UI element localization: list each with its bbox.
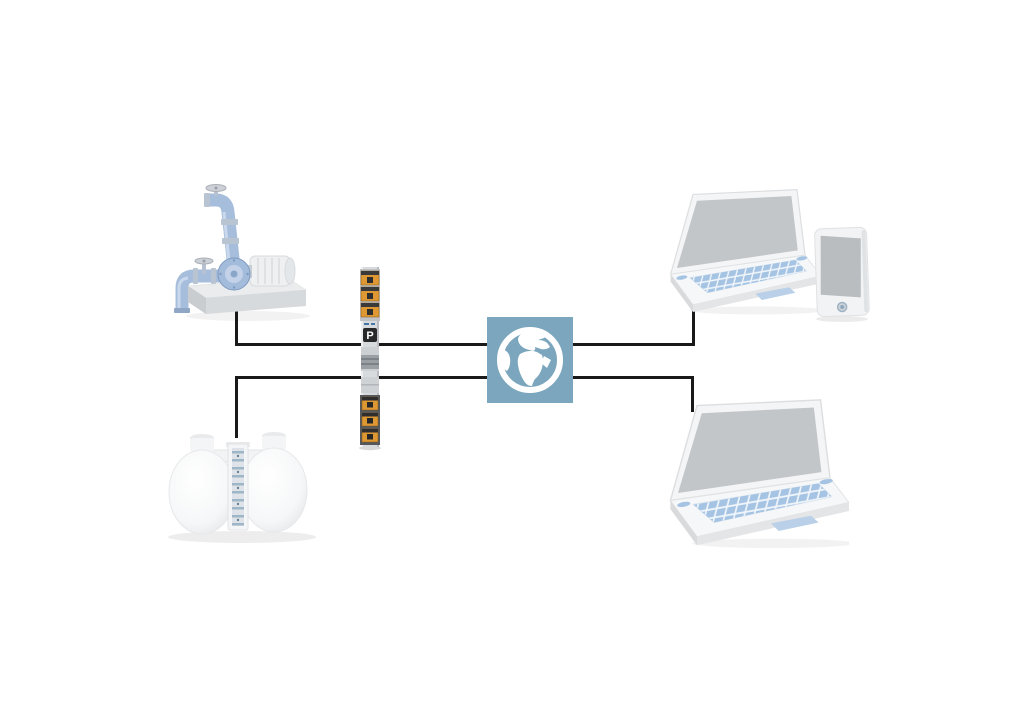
tablet-node [810, 226, 874, 322]
laptop-icon [669, 188, 821, 315]
strip-logo-block [363, 328, 377, 342]
terminal-strip-node: P [357, 267, 383, 451]
strip-logo-label: P [366, 330, 373, 342]
pump-station-node [170, 182, 310, 322]
laptop-bottom-node [659, 398, 849, 550]
pump-icon [174, 184, 310, 321]
laptop-top-node [661, 188, 821, 316]
tablet-icon [814, 226, 870, 322]
storage-tanks-node [156, 420, 316, 545]
tanks-icon [168, 432, 316, 543]
connection-tanks-to-laptop [235, 376, 694, 438]
din-rail-terminal-icon: P [359, 267, 381, 451]
laptop-icon [669, 399, 849, 549]
globe-icon [487, 317, 573, 403]
internet-globe-node [487, 317, 573, 403]
connection-pump-to-laptop [235, 294, 695, 346]
tiny-print-label [364, 323, 375, 325]
